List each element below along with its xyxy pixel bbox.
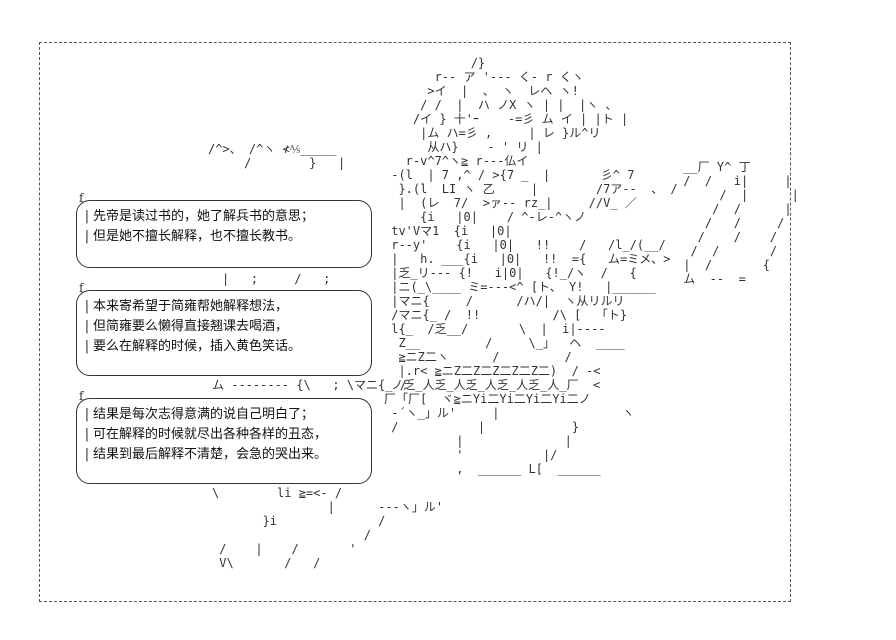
bubble-corner-mark: f bbox=[79, 281, 84, 295]
bubble-text-line: 要么在解释的时候，插入黄色笑话。 bbox=[93, 337, 359, 357]
bubble-corner-mark: f bbox=[79, 191, 84, 205]
bubble-text-line: 本来寄希望于简雍帮她解释想法， bbox=[93, 297, 359, 317]
ascii-art-bottom-left: \ li ≧=<‐ / | ‐‐‐ヽ」ル' }i / / / | / ' V\ … bbox=[212, 486, 444, 570]
bubble-text-line: 但是她不擅长解释，也不擅长教书。 bbox=[93, 227, 359, 247]
bubble-text-line: 但简雍要么懒得直接翘课去喝酒， bbox=[93, 317, 359, 337]
bubble-corner-mark: f bbox=[79, 389, 84, 403]
artwork-frame bbox=[39, 42, 791, 602]
bubble-text-line: 先帝是读过书的，她了解兵书的意思； bbox=[93, 207, 359, 227]
ascii-art-wing-left: /^>、 /^ヽ ≮⅍_____ / } | bbox=[208, 142, 346, 170]
ascii-art-under-bubble-2: ム ‐‐‐‐‐‐‐‐ {\ ; \マニ{_ / bbox=[212, 378, 407, 392]
speech-bubble-1: f 先帝是读过书的，她了解兵书的意思； 但是她不擅长解释，也不擅长教书。 bbox=[76, 191, 372, 268]
bubble-text-line: 结果到最后解释不清楚，会急的哭出来。 bbox=[93, 445, 359, 465]
bubble-text-line: 可在解释的时候就尽出各种各样的丑态， bbox=[93, 425, 359, 445]
speech-bubble-2: f 本来寄希望于简雍帮她解释想法， 但简雍要么懒得直接翘课去喝酒， 要么在解释的… bbox=[76, 281, 372, 376]
ascii-art-right-wing: __厂 Y^ 丁 / / i| | / | | / / | / / / / / … bbox=[683, 160, 799, 286]
bubble-text-line: 结果是每次志得意满的说自己明白了； bbox=[93, 405, 359, 425]
speech-bubble-3: f 结果是每次志得意满的说自己明白了； 可在解释的时候就尽出各种各样的丑态， 结… bbox=[76, 389, 372, 484]
ascii-art-under-bubble-1: | ; / ; bbox=[222, 272, 331, 286]
ascii-art-figure: /} r‐‐ ア '‐‐‐ く‐ r くヽ >イ | 、 ヽ レヘ ヽ! / /… bbox=[384, 56, 678, 476]
